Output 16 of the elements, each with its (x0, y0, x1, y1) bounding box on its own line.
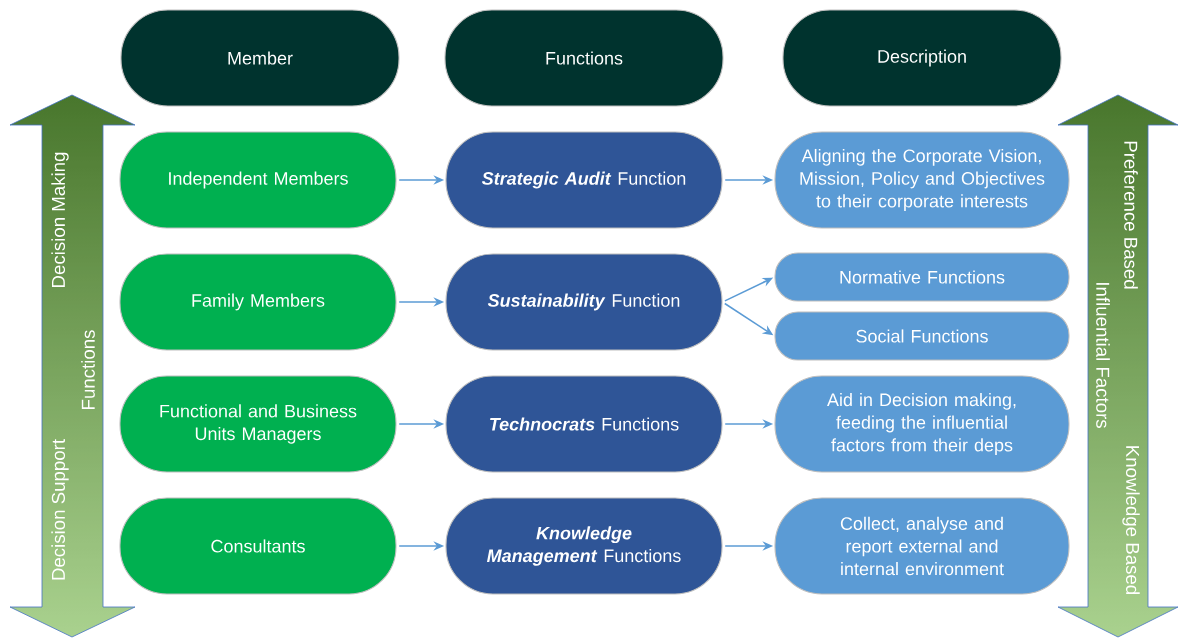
member-pill: Consultants (119, 497, 397, 595)
member-pill: Independent Members (119, 131, 397, 229)
header-pill: Member (120, 9, 400, 107)
description-pill: Normative Functions (774, 252, 1070, 302)
function-pill: Sustainability Function (445, 253, 723, 351)
description-pill: Aid in Decision making, feeding the influential factors from their deps (774, 375, 1070, 473)
description-pill: Aligning the Corporate Vision, Mission, Policy and Objectives to their corporate interests (774, 131, 1070, 229)
function-pill: Technocrats Functions (445, 375, 723, 473)
member-pill: Family Members (119, 253, 397, 351)
description-pill: Collect, analyse and report external and internal environment (774, 497, 1070, 595)
member-pill: Functional and Business Units Managers (119, 375, 397, 473)
function-pill: Strategic Audit Function (445, 131, 723, 229)
header-pill: Description (782, 9, 1062, 107)
header-pill: Functions (444, 9, 724, 107)
function-pill: Knowledge Management Functions (445, 497, 723, 595)
description-pill: Social Functions (774, 311, 1070, 361)
